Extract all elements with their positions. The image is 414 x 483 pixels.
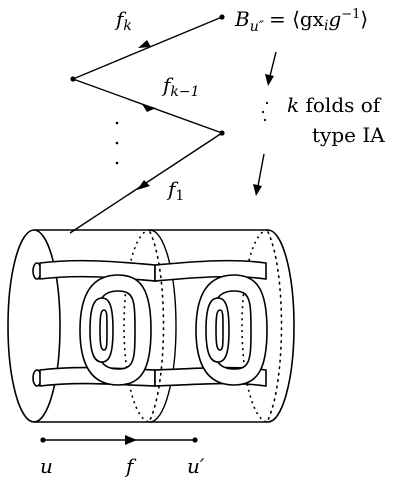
left-cap-holes [32, 262, 42, 387]
middle-seam-back [123, 229, 151, 423]
edge-path [69, 16, 223, 234]
vertical-dots [115, 121, 119, 165]
label-folds-line1: k folds of [287, 93, 382, 117]
vertex-right [219, 130, 225, 136]
middle-seam-front [149, 229, 177, 423]
edge-fk [72, 16, 223, 80]
edge-arrows [137, 40, 156, 190]
label-u-prime: u′ [187, 454, 205, 478]
right-end-cap [267, 229, 295, 423]
label-f1: f1 [166, 177, 184, 204]
arrow-fk [138, 40, 151, 48]
cylinders [7, 229, 295, 423]
label-f: f [124, 454, 137, 478]
label-u: u [40, 454, 53, 478]
fold-arrows [253, 51, 277, 196]
label-fk-1: fk−1 [161, 73, 200, 100]
arrow-f [125, 435, 137, 445]
vertex-u-prime [192, 437, 198, 443]
vertex-u [40, 437, 46, 443]
label-fk: fk [114, 7, 132, 34]
bottom-edge [40, 435, 198, 445]
diagonal-dots [261, 101, 269, 122]
links-right [154, 259, 268, 387]
label-b-subgroup: Bu″= ⟨gxig−1⟩ [234, 7, 368, 35]
vertex-top [219, 14, 225, 20]
arrow-fk-1 [142, 104, 156, 112]
arrow-f1 [137, 180, 150, 190]
vertex-left [70, 76, 76, 82]
label-folds-line2: type IA [312, 123, 385, 147]
right-end-cap-back [241, 229, 269, 423]
left-end-cap [7, 229, 61, 423]
